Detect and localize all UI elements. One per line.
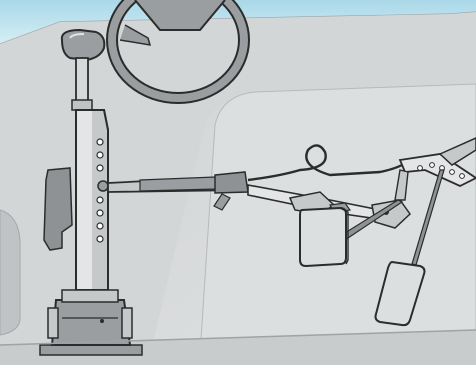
- door-panel: [0, 210, 20, 335]
- brake-pedal-pad: [300, 208, 348, 266]
